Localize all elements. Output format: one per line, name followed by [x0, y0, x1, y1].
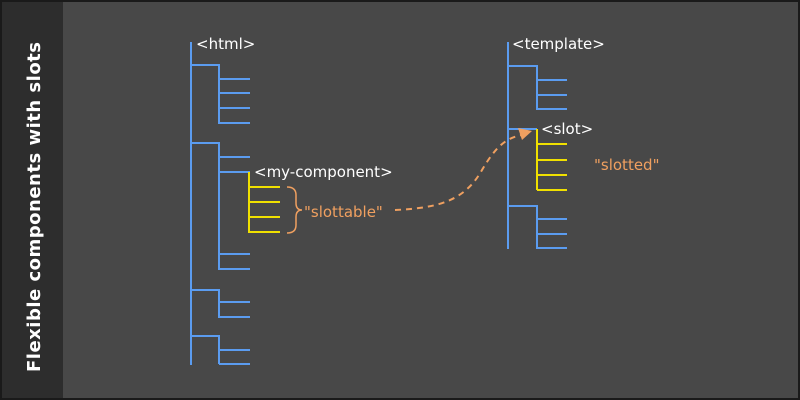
html-label: <html> [196, 35, 255, 53]
html-branch-4 [191, 335, 220, 364]
template-label: <template> [512, 35, 605, 53]
template-tree [507, 42, 567, 249]
sidebar-panel [2, 2, 63, 398]
slottable-label: "slottable" [304, 203, 383, 221]
html-tree [190, 42, 250, 365]
slottable-brace [286, 186, 303, 234]
slot-label: <slot> [541, 120, 593, 138]
slottable-children [248, 172, 280, 233]
slotted-children [536, 129, 567, 191]
slot-arrow-head [518, 128, 532, 140]
html-branch-2 [191, 142, 220, 270]
html-branch-3 [191, 289, 220, 318]
sidebar-title: Flexible components with slots [24, 41, 45, 372]
component-label: <my-component> [254, 163, 393, 181]
slotted-label: "slotted" [594, 156, 659, 174]
main-panel [63, 2, 798, 398]
html-branch-1 [191, 64, 220, 124]
